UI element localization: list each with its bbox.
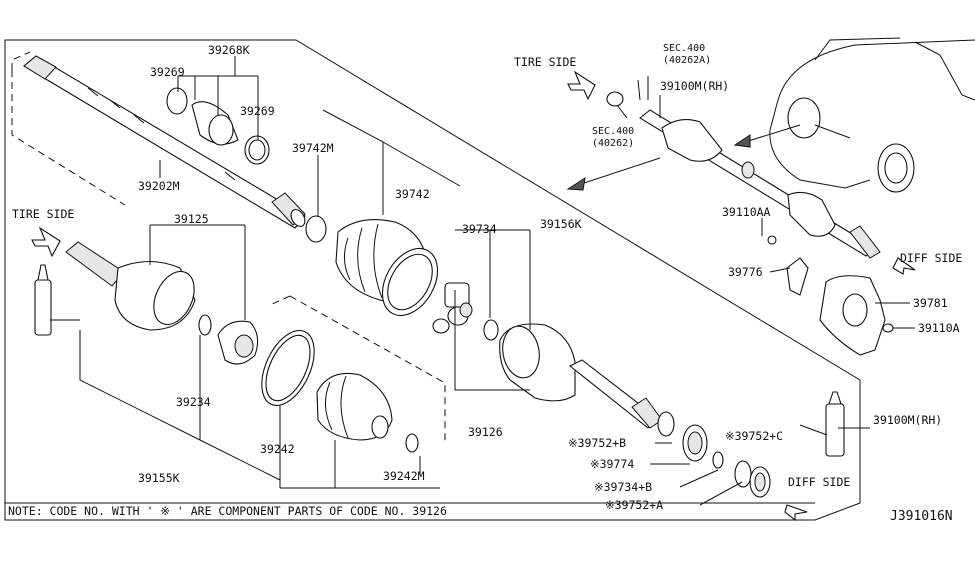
label-39242: 39242 [260, 442, 295, 456]
outer-boot-39242 [261, 330, 419, 453]
label-39734: 39734 [462, 222, 497, 236]
label-39268k: 39268K [208, 43, 250, 57]
label-39242m: 39242M [383, 469, 425, 483]
label-39269-a: 39269 [150, 65, 185, 79]
footnote-text: NOTE: CODE NO. WITH ' ※ ' ARE COMPONENT … [8, 504, 447, 518]
label-39125: 39125 [174, 212, 209, 226]
label-39781: 39781 [913, 296, 948, 310]
grease-tube-right [825, 391, 845, 457]
label-sec400-top-code: (40262A) [663, 55, 711, 66]
diff-side-right-label: DIFF SIDE [900, 251, 962, 265]
label-39742m: 39742M [292, 141, 334, 155]
label-39155k: 39155K [138, 471, 180, 485]
label-39100m-rh-top: 39100M(RH) [660, 79, 729, 93]
inner-small-boot [166, 87, 270, 165]
diagram-code: J391016N [890, 509, 953, 524]
seal-rings-group [657, 411, 771, 498]
label-39734b: ※39734+B [594, 480, 652, 494]
arrow-icons [31, 70, 916, 522]
label-39269-b: 39269 [240, 104, 275, 118]
label-39156k: 39156K [540, 217, 582, 231]
assembled-driveshaft [606, 91, 881, 259]
leader-lines [50, 56, 915, 506]
circlip-39734 [483, 319, 499, 341]
dashed-box-boot [269, 295, 446, 445]
label-39742: 39742 [395, 187, 430, 201]
main-frame-outline [4, 39, 861, 521]
label-sec400-mid: SEC.400 [592, 126, 634, 137]
center-bearing-bracket [767, 235, 894, 356]
large-boot-39742 [335, 219, 439, 316]
tire-side-top-label: TIRE SIDE [514, 55, 576, 69]
label-39776: 39776 [728, 265, 763, 279]
label-39126: 39126 [468, 425, 503, 439]
grease-tube-left [34, 264, 52, 336]
inner-housing [499, 323, 663, 429]
dashed-box-shaft [11, 51, 126, 206]
tripod-joint [432, 282, 473, 334]
axle-shaft [23, 55, 306, 229]
label-39774: ※39774 [590, 457, 634, 471]
diff-side-bottom-label: DIFF SIDE [788, 475, 850, 489]
label-39752b: ※39752+B [568, 436, 626, 450]
vehicle-outline [769, 37, 975, 193]
label-39110aa: 39110AA [722, 205, 771, 219]
snap-ring-39742m [305, 215, 327, 243]
tire-side-left-label: TIRE SIDE [12, 207, 74, 221]
label-39202m: 39202M [138, 179, 180, 193]
label-39110a: 39110A [918, 321, 960, 335]
inner-race-39234 [198, 314, 259, 365]
outer-cv-joint [65, 241, 196, 331]
label-39752c: ※39752+C [725, 429, 783, 443]
label-39752a: ※39752+A [605, 498, 663, 512]
label-39234: 39234 [176, 395, 211, 409]
label-sec400-mid-code: (40262) [592, 138, 634, 149]
label-39100m-rh-bottom: 39100M(RH) [873, 413, 942, 427]
label-sec400-top: SEC.400 [663, 43, 705, 54]
